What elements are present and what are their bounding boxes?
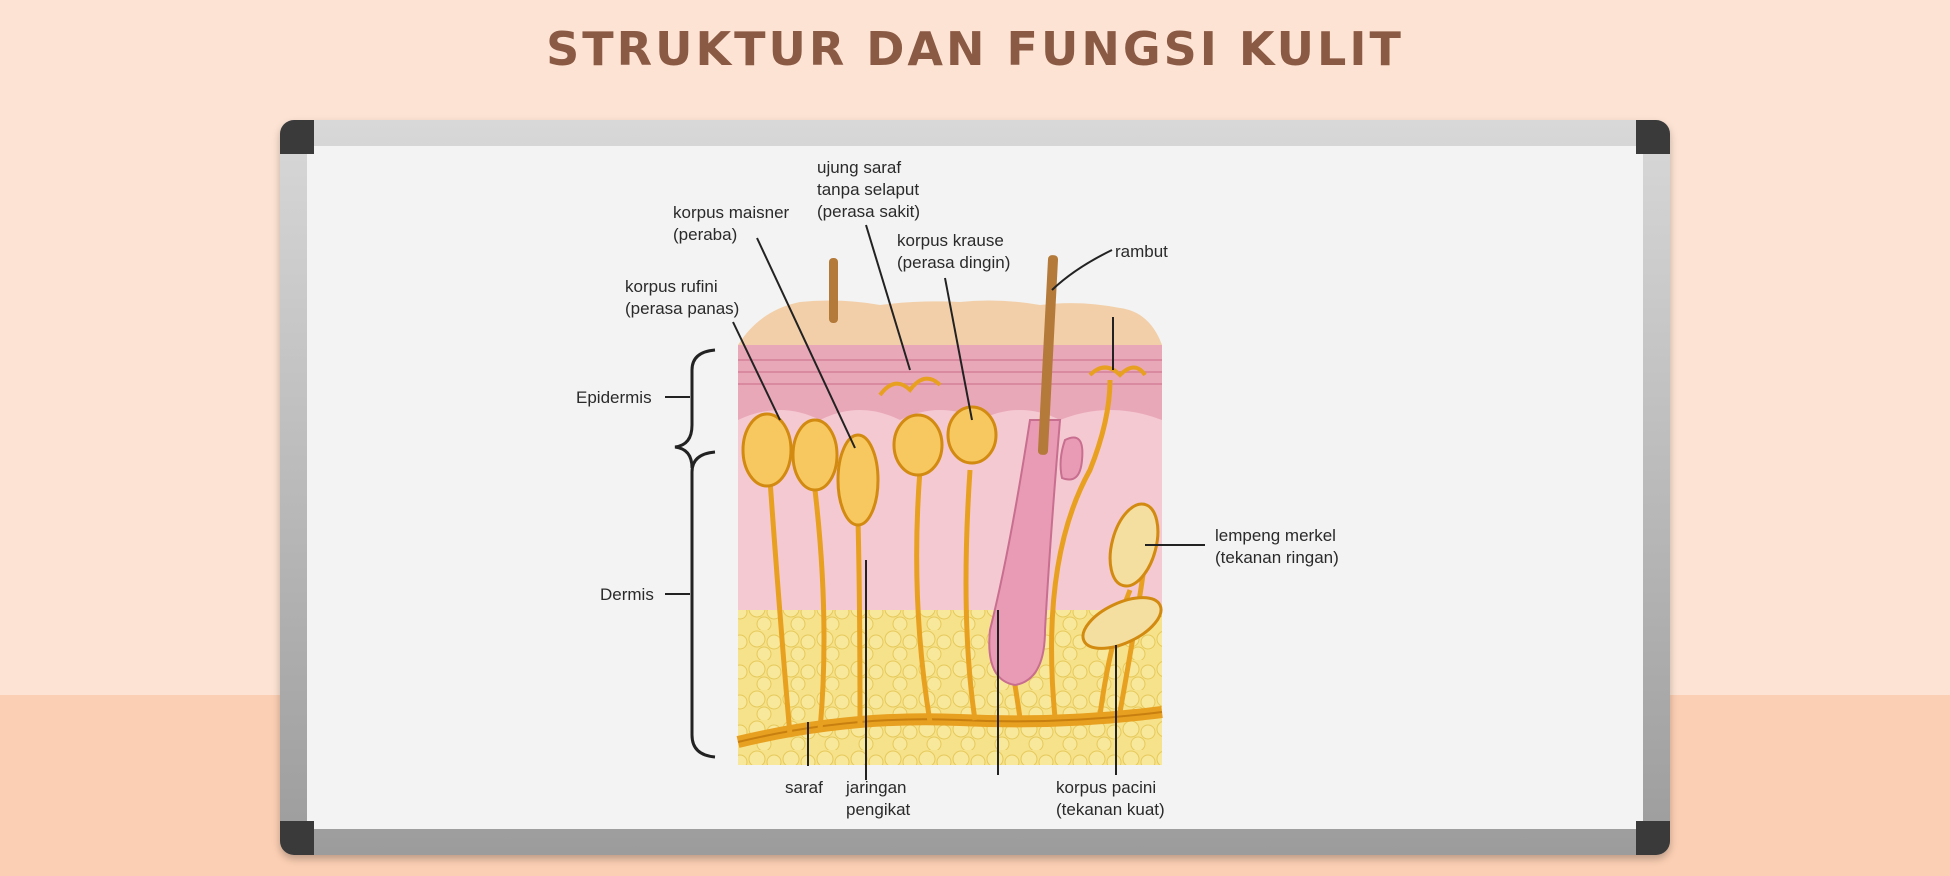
- korpus-rufini-shape-2: [791, 418, 839, 492]
- board-corner-bottom-left: [280, 821, 314, 855]
- label-rambut: rambut: [1115, 242, 1168, 261]
- label-korpus-krause-fn: (perasa dingin): [897, 253, 1010, 272]
- label-korpus-pacini-fn: (tekanan kuat): [1056, 800, 1165, 819]
- label-korpus-maisner-fn: (peraba): [673, 225, 737, 244]
- dermis-bracket: [690, 450, 716, 759]
- label-jaringan-pengikat: jaringan: [845, 778, 907, 797]
- label-korpus-maisner: korpus maisner: [673, 203, 790, 222]
- label-lempeng-merkel: lempeng merkel: [1215, 526, 1336, 545]
- korpus-krause-shape-2: [946, 405, 998, 465]
- nerve-branches: [767, 379, 1148, 736]
- label-saraf: saraf: [785, 778, 823, 797]
- hair-shaft: [1037, 255, 1059, 455]
- label-korpus-pacini: korpus pacini: [1056, 778, 1156, 797]
- ujung-saraf-shape: [878, 376, 942, 397]
- korpus-maisner-shape: [836, 433, 880, 527]
- hair-follicle: [988, 419, 1062, 687]
- label-ujung-saraf-fn: (perasa sakit): [817, 202, 920, 221]
- sebaceous-gland: [1059, 436, 1084, 481]
- label-korpus-rufini-fn: (perasa panas): [625, 299, 739, 318]
- ujung-saraf-shape-2: [1088, 365, 1147, 378]
- korpus-krause-shape: [892, 413, 944, 477]
- skin-surface: [738, 300, 1162, 345]
- board-corner-top-left: [280, 120, 314, 154]
- lempeng-merkel-shape: [1108, 502, 1160, 588]
- label-dermis: Dermis: [600, 585, 654, 604]
- leader-lines: [732, 224, 1205, 780]
- label-lempeng-merkel-fn: (tekanan ringan): [1215, 548, 1339, 567]
- board-corner-bottom-right: [1636, 821, 1670, 855]
- korpus-pacini-shape: [1081, 596, 1163, 650]
- label-epidermis: Epidermis: [576, 388, 652, 407]
- label-jaringan-pengikat-2: pengikat: [846, 800, 911, 819]
- label-korpus-rufini: korpus rufini: [625, 277, 718, 296]
- korpus-rufini-shape: [741, 412, 793, 488]
- hair-shaft-small: [829, 258, 838, 323]
- page-title: STRUKTUR DAN FUNGSI KULIT: [546, 22, 1404, 76]
- label-korpus-krause: korpus krause: [897, 231, 1004, 250]
- epidermis-bracket: [674, 348, 716, 469]
- board-corner-top-right: [1636, 120, 1670, 154]
- epidermis-layer: [738, 345, 1162, 420]
- label-ujung-saraf-2: tanpa selaput: [817, 180, 919, 199]
- label-ujung-saraf: ujung saraf: [817, 158, 901, 177]
